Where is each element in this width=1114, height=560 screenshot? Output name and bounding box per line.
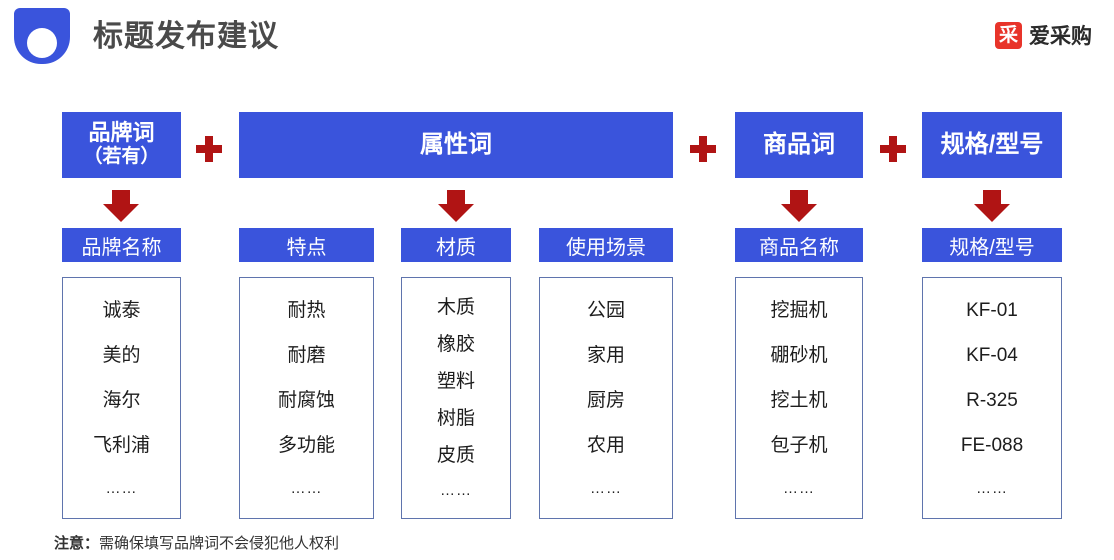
column-header-brand-name: 品牌名称 bbox=[62, 228, 181, 262]
formula-block-spec: 规格/型号 bbox=[922, 112, 1062, 178]
down-arrow-brand bbox=[103, 190, 139, 222]
list-item-ellipsis: …… bbox=[976, 479, 1008, 497]
list-item: 耐磨 bbox=[287, 344, 326, 366]
list-item: 多功能 bbox=[277, 434, 335, 456]
list-item: 耐热 bbox=[287, 299, 326, 321]
value-card-material: 木质 橡胶 塑料 树脂 皮质 …… bbox=[401, 277, 511, 519]
list-item: 厨房 bbox=[586, 389, 625, 411]
corp-logo: 采 爱采购 bbox=[995, 20, 1092, 50]
column-header-spec-model: 规格/型号 bbox=[922, 228, 1062, 262]
list-item: 挖掘机 bbox=[770, 299, 828, 321]
value-card-spec-model: KF-01 KF-04 R-325 FE-088 …… bbox=[922, 277, 1062, 519]
formula-block-brand-line1: 品牌词 bbox=[88, 120, 155, 145]
formula-block-product-line1: 商品词 bbox=[763, 131, 835, 159]
list-item: 美的 bbox=[102, 344, 141, 366]
list-item: 木质 bbox=[436, 297, 475, 318]
page-title: 标题发布建议 bbox=[93, 20, 279, 53]
down-arrow-product bbox=[781, 190, 817, 222]
column-header-feature: 特点 bbox=[239, 228, 374, 262]
formula-block-product: 商品词 bbox=[735, 112, 863, 178]
list-item: 皮质 bbox=[436, 445, 475, 466]
down-arrow-attribute bbox=[438, 190, 474, 222]
column-header-usage-scene: 使用场景 bbox=[539, 228, 673, 262]
list-item: FE-088 bbox=[960, 434, 1024, 456]
footer-note-text: 需确保填写品牌词不会侵犯他人权利 bbox=[99, 535, 340, 552]
column-header-product-name: 商品名称 bbox=[735, 228, 863, 262]
list-item: 耐腐蚀 bbox=[277, 389, 335, 411]
value-card-product-name: 挖掘机 硼砂机 挖土机 包子机 …… bbox=[735, 277, 863, 519]
column-header-material: 材质 bbox=[401, 228, 511, 262]
list-item-ellipsis: …… bbox=[783, 479, 815, 497]
list-item: 飞利浦 bbox=[92, 434, 150, 456]
list-item-ellipsis: …… bbox=[105, 479, 138, 497]
formula-block-spec-line1: 规格/型号 bbox=[940, 131, 1044, 159]
list-item-ellipsis: …… bbox=[590, 479, 622, 497]
list-item-ellipsis: …… bbox=[440, 482, 472, 499]
list-item: 诚泰 bbox=[102, 299, 141, 321]
value-card-brand-name: 诚泰 美的 海尔 飞利浦 …… bbox=[62, 277, 181, 519]
formula-block-attribute: 属性词 bbox=[239, 112, 673, 178]
list-item: 公园 bbox=[586, 299, 625, 321]
list-item-ellipsis: …… bbox=[290, 479, 323, 497]
list-item: 塑料 bbox=[436, 371, 475, 392]
list-item: 农用 bbox=[586, 434, 625, 456]
list-item: 海尔 bbox=[102, 389, 141, 411]
page-header: 标题发布建议 采 爱采购 bbox=[0, 0, 1114, 78]
plus-icon-2 bbox=[690, 136, 716, 162]
plus-icon-3 bbox=[880, 136, 906, 162]
cai-square-icon: 采 bbox=[995, 21, 1022, 49]
plus-icon-1 bbox=[196, 136, 222, 162]
footer-note: 注意：需确保填写品牌词不会侵犯他人权利 bbox=[54, 532, 339, 553]
list-item: 橡胶 bbox=[436, 334, 475, 355]
list-item: 家用 bbox=[586, 344, 625, 366]
footer-note-label: 注意： bbox=[54, 535, 100, 552]
list-item: 挖土机 bbox=[770, 389, 828, 411]
formula-block-brand-line2: （若有） bbox=[83, 146, 160, 168]
list-item: KF-01 bbox=[966, 299, 1018, 321]
formula-block-brand: 品牌词 （若有） bbox=[62, 112, 181, 178]
list-item: KF-04 bbox=[966, 344, 1018, 366]
brand-circle-logo bbox=[14, 8, 70, 64]
list-item: R-325 bbox=[966, 389, 1018, 411]
value-card-feature: 耐热 耐磨 耐腐蚀 多功能 …… bbox=[239, 277, 374, 519]
value-card-usage-scene: 公园 家用 厨房 农用 …… bbox=[539, 277, 673, 519]
down-arrow-spec bbox=[974, 190, 1010, 222]
list-item: 树脂 bbox=[436, 408, 475, 429]
corp-logo-wordmark: 爱采购 bbox=[1029, 25, 1092, 48]
brand-logo-dot bbox=[27, 28, 57, 58]
list-item: 硼砂机 bbox=[770, 344, 828, 366]
formula-block-attribute-line1: 属性词 bbox=[420, 131, 492, 159]
list-item: 包子机 bbox=[770, 434, 828, 456]
